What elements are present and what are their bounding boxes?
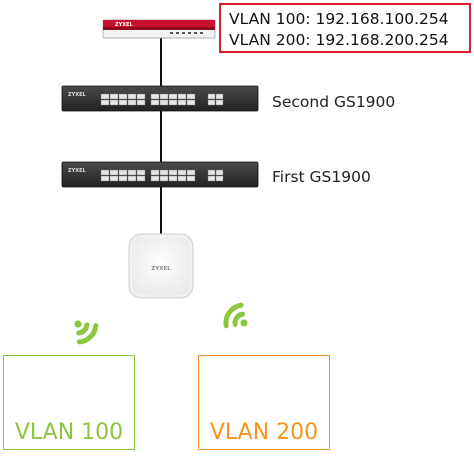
vlan-200-gateway: VLAN 200: 192.168.200.254 [229, 31, 449, 49]
vlan-100-client: VLAN 100 [3, 355, 135, 450]
firewall-device: ZYXEL [102, 19, 216, 39]
second-switch-device: ZYXEL [61, 85, 259, 112]
vlan-200-client: VLAN 200 [198, 355, 330, 450]
first-switch-brand: ZYXEL [68, 168, 87, 174]
ap-brand: ZYXEL [151, 266, 171, 272]
vlan-100-gateway: VLAN 100: 192.168.100.254 [229, 10, 449, 28]
firewall-brand: ZYXEL [115, 22, 134, 28]
first-switch-label: First GS1900 [272, 168, 371, 186]
vlan-200-label: VLAN 200 [209, 420, 319, 445]
vlan-100-label: VLAN 100 [14, 420, 124, 445]
second-switch-brand: ZYXEL [68, 92, 87, 98]
wifi-signal-icon [223, 302, 248, 329]
vlan-gateway-info-box: VLAN 100: 192.168.100.254 VLAN 200: 192.… [219, 3, 471, 53]
wifi-signal-icon [74, 320, 99, 345]
first-switch-device: ZYXEL [61, 161, 259, 188]
second-switch-label: Second GS1900 [272, 93, 396, 111]
access-point-device: ZYXEL [128, 233, 194, 299]
